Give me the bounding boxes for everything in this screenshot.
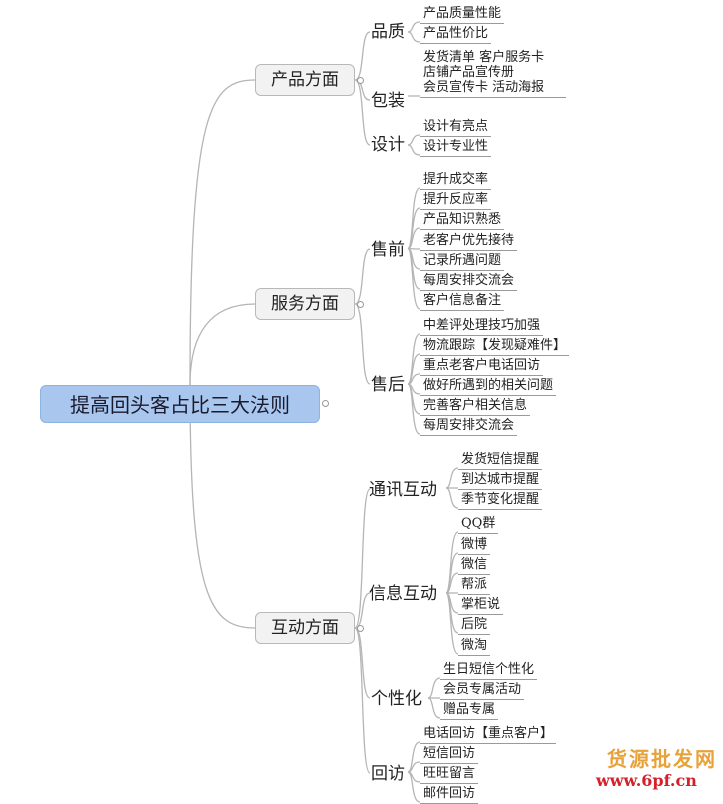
link-quality-1 xyxy=(407,31,421,43)
leaf-comm-2[interactable]: 到达城市提醒 xyxy=(458,472,543,490)
leaf-design-1[interactable]: 设计有亮点 xyxy=(420,119,492,137)
root-node[interactable]: 提高回头客占比三大法则 xyxy=(40,385,320,423)
link-personal-2 xyxy=(427,697,441,719)
collapse-toggle-icon[interactable] xyxy=(357,625,364,632)
watermark-url: www.6pf.cn xyxy=(596,771,697,790)
leaf-personal-3[interactable]: 赠品专属 xyxy=(440,702,499,720)
leaf-aftersale-6[interactable]: 每周安排交流会 xyxy=(420,418,518,436)
leaf-presale-1[interactable]: 提升成交率 xyxy=(420,172,492,190)
link-personal-0 xyxy=(427,677,441,699)
branch-interaction[interactable]: 互动方面 xyxy=(255,612,355,644)
sub-presale[interactable]: 售前 xyxy=(371,240,405,260)
leaf-presale-3[interactable]: 产品知识熟悉 xyxy=(420,212,505,230)
link-service-1 xyxy=(354,303,371,385)
collapse-toggle-icon[interactable] xyxy=(357,301,364,308)
leaf-presale-5[interactable]: 记录所遇问题 xyxy=(420,253,505,271)
link-presale-6 xyxy=(407,247,421,310)
sub-comm-interaction[interactable]: 通讯互动 xyxy=(369,480,437,500)
leaf-revisit-2[interactable]: 短信回访 xyxy=(420,746,479,764)
link-interaction-3 xyxy=(354,627,371,774)
leaf-packaging-2[interactable]: 店铺产品宣传册 xyxy=(423,65,515,80)
link-revisit-0 xyxy=(407,741,421,773)
leaf-info-5[interactable]: 掌柜说 xyxy=(458,597,504,615)
leaf-info-2[interactable]: 微博 xyxy=(458,537,491,555)
link-design-1 xyxy=(407,144,421,156)
link-root-product xyxy=(189,79,256,386)
leaf-info-3[interactable]: 微信 xyxy=(458,557,491,575)
leaf-quality-2[interactable]: 产品性价比 xyxy=(420,26,492,44)
leaf-aftersale-1[interactable]: 中差评处理技巧加强 xyxy=(420,318,544,336)
leaf-presale-2[interactable]: 提升反应率 xyxy=(420,192,492,210)
leaf-personal-2[interactable]: 会员专属活动 xyxy=(440,682,525,700)
sub-quality[interactable]: 品质 xyxy=(371,22,405,42)
leaf-packaging-1[interactable]: 发货清单 客户服务卡 xyxy=(423,50,545,65)
sub-design[interactable]: 设计 xyxy=(371,135,405,155)
leaf-revisit-3[interactable]: 旺旺留言 xyxy=(420,766,479,784)
watermark-logo: 货源批发网 xyxy=(607,747,717,771)
leaf-aftersale-3[interactable]: 重点老客户电话回访 xyxy=(420,358,544,376)
link-comm-2 xyxy=(445,487,459,509)
link-product-0 xyxy=(354,31,371,81)
leaf-presale-4[interactable]: 老客户优先接待 xyxy=(420,233,518,251)
leaf-aftersale-4[interactable]: 做好所遇到的相关问题 xyxy=(420,378,557,396)
sub-packaging[interactable]: 包装 xyxy=(371,91,405,111)
branch-product[interactable]: 产品方面 xyxy=(255,64,355,96)
leaf-revisit-1[interactable]: 电话回访【重点客户】 xyxy=(420,726,557,744)
branch-service[interactable]: 服务方面 xyxy=(255,288,355,320)
link-interaction-0 xyxy=(354,488,371,629)
leaf-presale-6[interactable]: 每周安排交流会 xyxy=(420,273,518,291)
link-design-0 xyxy=(407,134,421,146)
sub-info-interaction[interactable]: 信息互动 xyxy=(369,584,437,604)
sub-personalization[interactable]: 个性化 xyxy=(371,689,422,709)
leaf-comm-1[interactable]: 发货短信提醒 xyxy=(458,452,543,470)
link-info-6 xyxy=(445,592,459,655)
sub-revisit[interactable]: 回访 xyxy=(371,764,405,784)
leaf-design-2[interactable]: 设计专业性 xyxy=(420,139,492,157)
link-interaction-1 xyxy=(354,592,371,629)
collapse-toggle-icon[interactable] xyxy=(322,400,329,407)
link-root-interaction xyxy=(189,384,256,629)
sub-aftersale[interactable]: 售后 xyxy=(371,375,405,395)
leaf-packaging-3[interactable]: 会员宣传卡 活动海报 xyxy=(420,80,566,98)
link-aftersale-5 xyxy=(407,383,421,435)
link-service-0 xyxy=(354,248,371,305)
leaf-personal-1[interactable]: 生日短信个性化 xyxy=(440,662,538,680)
link-quality-0 xyxy=(407,21,421,33)
leaf-comm-3[interactable]: 季节变化提醒 xyxy=(458,492,543,510)
leaf-info-1[interactable]: QQ群 xyxy=(458,516,499,534)
leaf-aftersale-2[interactable]: 物流跟踪【发现疑难件】 xyxy=(420,338,570,356)
leaf-presale-7[interactable]: 客户信息备注 xyxy=(420,293,505,311)
leaf-quality-1[interactable]: 产品质量性能 xyxy=(420,6,505,24)
link-root-service xyxy=(189,303,256,386)
leaf-info-4[interactable]: 帮派 xyxy=(458,577,491,595)
link-comm-0 xyxy=(445,467,459,489)
link-revisit-3 xyxy=(407,771,421,803)
leaf-revisit-4[interactable]: 邮件回访 xyxy=(420,786,479,804)
leaf-info-6[interactable]: 后院 xyxy=(458,617,491,635)
leaf-info-7[interactable]: 微淘 xyxy=(458,638,491,656)
leaf-aftersale-5[interactable]: 完善客户相关信息 xyxy=(420,398,531,416)
collapse-toggle-icon[interactable] xyxy=(357,77,364,84)
